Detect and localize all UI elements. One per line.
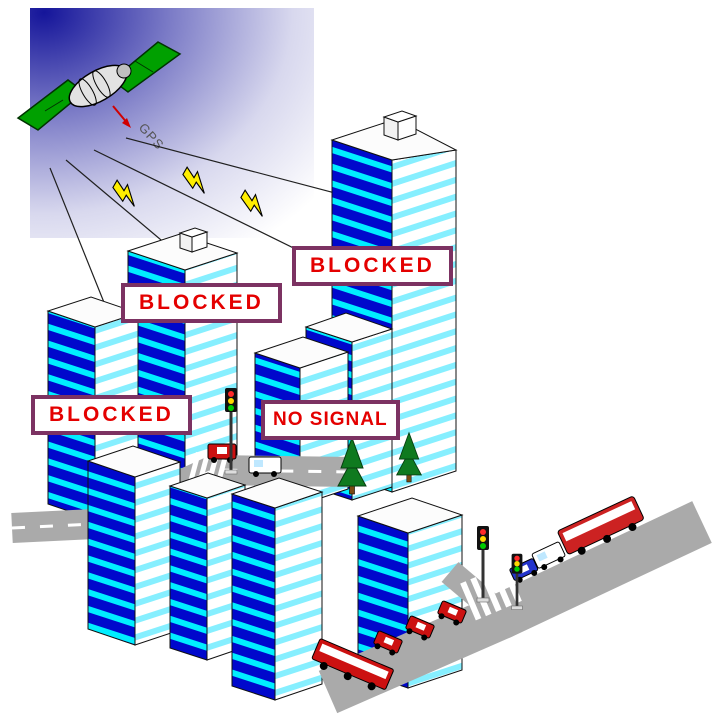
- red-tram: [311, 638, 394, 691]
- callout-blocked-middle: BLOCKED: [121, 283, 282, 323]
- callout-blocked-lower: BLOCKED: [31, 395, 192, 435]
- tree: [337, 436, 367, 495]
- sky-gradient: [30, 8, 314, 238]
- satellite-solar-panel: [16, 79, 86, 131]
- building-tower: [126, 227, 239, 479]
- building-tower: [230, 477, 324, 701]
- traffic-light: [224, 388, 238, 475]
- callout-blocked-top: BLOCKED: [292, 246, 453, 286]
- white-van: [248, 456, 282, 477]
- right-street: [311, 496, 712, 714]
- building-tower: [86, 445, 182, 646]
- road-stub: [441, 562, 511, 626]
- satellite-solar-panel: [110, 41, 182, 93]
- front-buildings: [86, 445, 464, 701]
- white-van: [531, 541, 566, 571]
- gps-signal-line: [93, 149, 323, 263]
- tree: [395, 431, 423, 483]
- lightning-bolt-icon: [112, 179, 135, 207]
- callout-no-signal: NO SIGNAL: [261, 400, 400, 440]
- red-car: [437, 600, 467, 626]
- red-car: [373, 630, 403, 656]
- satellite-body: [68, 63, 132, 108]
- red-car: [405, 615, 435, 641]
- lightning-bolt-icon: [240, 189, 263, 217]
- traffic-light: [511, 553, 523, 610]
- lightning-bolt-icon: [182, 166, 205, 194]
- traffic-light: [476, 526, 490, 603]
- gps-pointer-arrowhead: [122, 118, 131, 128]
- red-car: [207, 443, 237, 463]
- red-bus: [557, 496, 644, 555]
- lightning-bolts: [112, 166, 263, 217]
- trees: [337, 431, 423, 495]
